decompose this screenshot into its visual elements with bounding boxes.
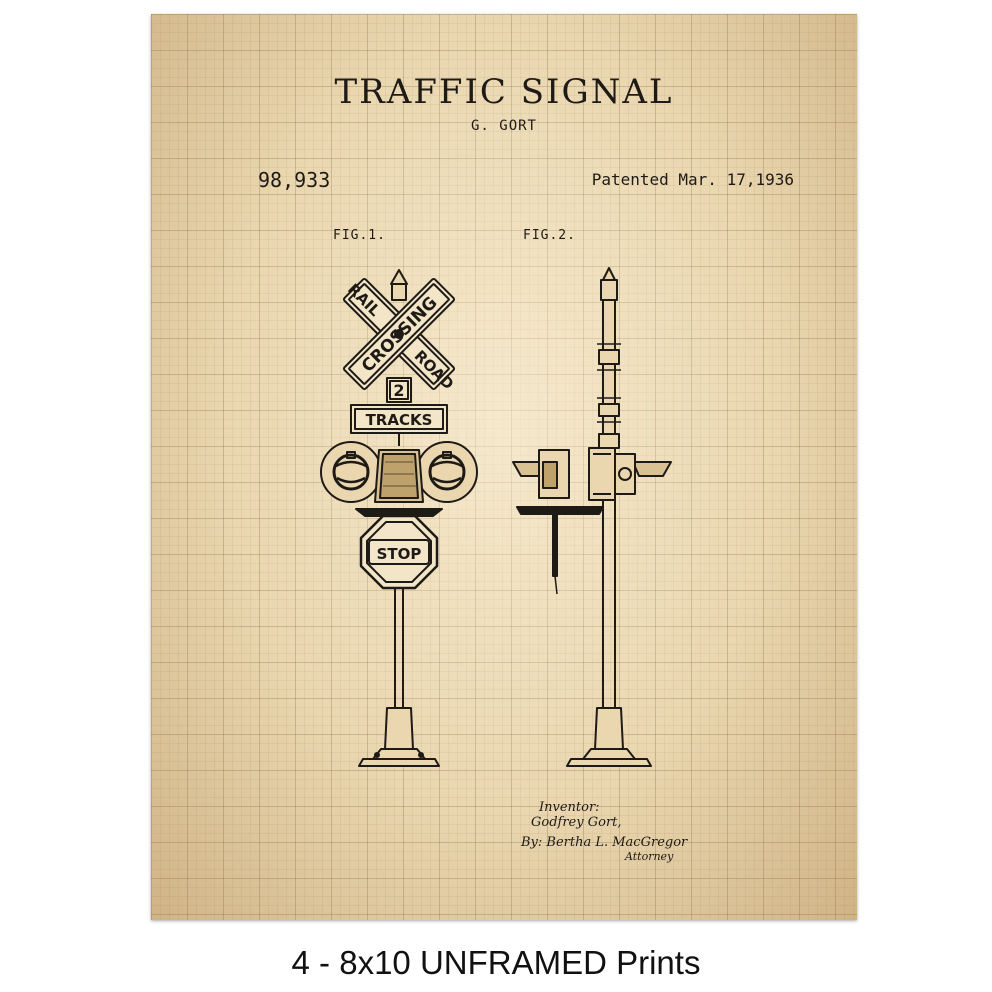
signature-block: Inventor: Godfrey Gort, By: Bertha L. Ma… xyxy=(520,800,688,863)
stop-sign xyxy=(359,514,439,590)
patent-drawing: RAIL CROSSING ROAD 2 TRACKS STOP Invento… xyxy=(320,267,688,863)
left-signal-light xyxy=(320,441,382,503)
inventor-name: G. GORT xyxy=(470,118,537,134)
crossbuck-sign xyxy=(342,277,456,391)
signature-attorney-label: Attorney xyxy=(624,850,674,863)
patent-title: TRAFFIC SIGNAL xyxy=(334,72,674,112)
sign-stop-text: STOP xyxy=(377,545,422,563)
fig2-label: FIG.2. xyxy=(523,228,576,243)
right-signal-light xyxy=(416,441,478,503)
signature-inventor-name: Godfrey Gort, xyxy=(531,815,622,830)
sign-number-text: 2 xyxy=(393,381,404,400)
patent-date: Patented Mar. 17,1936 xyxy=(591,170,794,189)
fig1-label: FIG.1. xyxy=(333,228,386,243)
fig2-drawing xyxy=(512,267,672,767)
fig1-drawing xyxy=(320,269,478,767)
patent-number: 98,933 xyxy=(258,168,331,192)
signature-attorney-name: By: Bertha L. MacGregor xyxy=(520,835,688,850)
patent-print: TRAFFIC SIGNAL G. GORT 98,933 Patented M… xyxy=(151,14,857,920)
signature-inventor-label: Inventor: xyxy=(538,800,600,815)
sign-tracks-text: TRACKS xyxy=(366,411,433,429)
product-caption: 4 - 8x10 UNFRAMED Prints xyxy=(291,944,701,981)
